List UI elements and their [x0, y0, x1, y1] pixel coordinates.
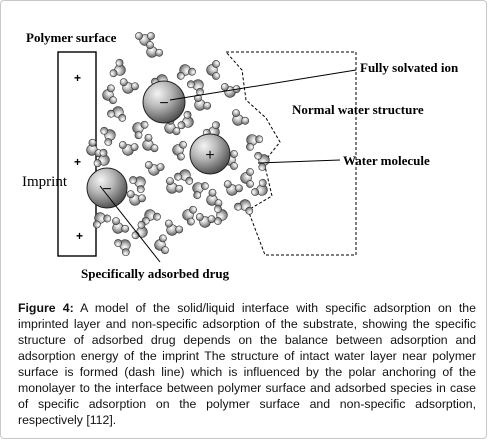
- water-molecule: [129, 176, 146, 194]
- label-polymer-surface: Polymer surface: [26, 30, 117, 45]
- water-molecule: [154, 234, 169, 255]
- label-specifically-adsorbed-drug: Specifically adsorbed drug: [81, 266, 230, 281]
- water-molecule: [234, 199, 254, 215]
- water-molecule: [254, 151, 270, 171]
- water-molecule: [214, 205, 228, 225]
- water-molecule: [144, 161, 165, 176]
- water-molecule: [246, 134, 264, 151]
- surface-charge: +: [74, 155, 81, 169]
- ion-sign: −: [102, 181, 111, 198]
- water-molecule: [114, 239, 131, 257]
- water-molecule: [232, 109, 250, 126]
- water-molecule: [195, 213, 216, 228]
- water-molecule: [119, 78, 139, 94]
- water-molecule: [182, 205, 197, 226]
- surface-charge: +: [74, 71, 81, 85]
- water-molecule: [223, 180, 243, 196]
- surface-charge: +: [76, 229, 83, 243]
- water-molecule: [192, 182, 209, 200]
- water-molecule: [177, 110, 194, 130]
- water-molecule: [206, 188, 223, 208]
- figure-caption: Figure 4: A model of the solid/liquid in…: [18, 300, 476, 428]
- water-molecule: [109, 58, 126, 78]
- specifically-adsorbed-drug-ion: −: [86, 167, 128, 209]
- label-water-molecule: Water molecule: [343, 153, 430, 168]
- water-molecule: [251, 178, 268, 196]
- ion-sign: −: [159, 95, 168, 112]
- water-layer-boundary: [224, 51, 357, 256]
- water-molecule: [92, 212, 112, 229]
- water-molecule: [174, 169, 194, 185]
- interface-diagram: + + + − + −: [57, 32, 357, 263]
- water-molecule: [220, 83, 241, 98]
- pointer-line-adsorbed-drug: [99, 185, 161, 263]
- water-molecule: [102, 84, 117, 105]
- water-molecule: [132, 120, 149, 140]
- water-molecule-cluster: [86, 32, 270, 257]
- water-molecule: [93, 148, 110, 168]
- water-molecule: [146, 41, 164, 58]
- water-molecule: [107, 106, 127, 122]
- adsorbed-ion: +: [189, 133, 231, 175]
- water-molecule: [100, 126, 116, 146]
- ion-sign: +: [205, 147, 214, 164]
- water-molecule: [164, 219, 184, 236]
- water-molecule: [172, 140, 187, 161]
- label-fully-solvated-ion: Fully solvated ion: [360, 60, 459, 75]
- label-imprint: Imprint: [22, 174, 67, 190]
- water-molecule: [186, 79, 204, 96]
- water-molecule: [240, 168, 254, 188]
- figure-label: Figure 4:: [18, 301, 74, 315]
- solvated-ion: −: [142, 80, 186, 124]
- water-molecule: [118, 141, 139, 156]
- caption-text: A model of the solid/liquid interface wi…: [18, 301, 476, 427]
- pointer-line-solvated-ion: [169, 69, 357, 101]
- water-molecule: [176, 64, 196, 80]
- water-molecule: [206, 60, 220, 80]
- label-normal-water-structure: Normal water structure: [292, 102, 424, 117]
- water-molecule: [166, 177, 184, 194]
- water-molecule: [86, 138, 103, 158]
- pointer-line-water-molecule: [257, 159, 341, 164]
- water-molecule: [142, 133, 159, 153]
- water-molecule: [126, 190, 146, 206]
- water-molecule: [112, 217, 130, 234]
